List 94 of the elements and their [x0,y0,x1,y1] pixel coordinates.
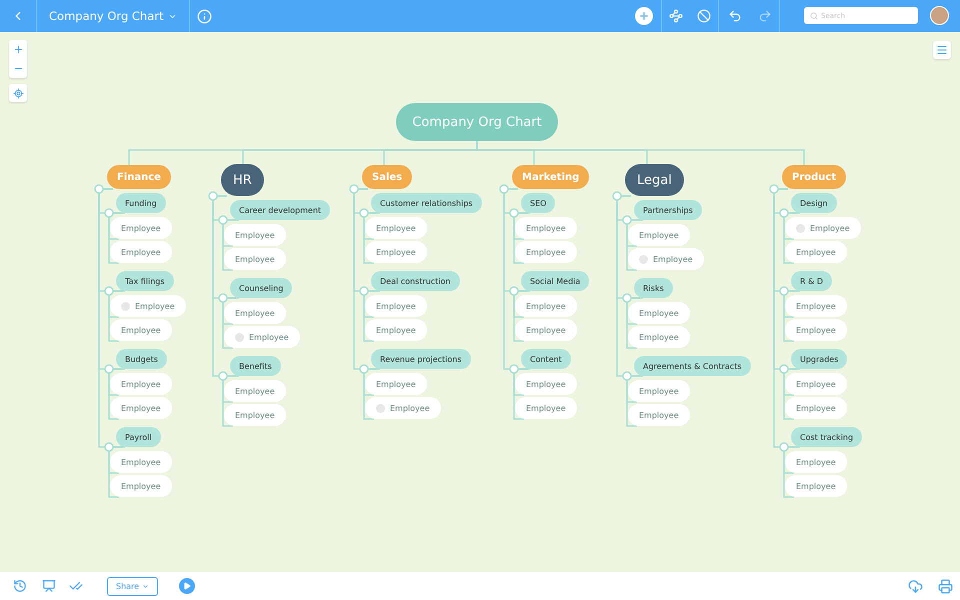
employee-topic: Employee [785,295,847,317]
employee-topic: Employee [110,241,172,263]
connector-line [108,290,122,342]
department-topic: HR [221,164,264,196]
employee-topic: Employee [628,302,690,324]
connector-line [222,219,236,271]
employee-topic: Employee [785,397,847,419]
employee-topic: Employee [224,224,286,246]
subtopic: Revenue projections [371,349,471,369]
employee-topic: Employee [110,475,172,497]
employee-topic: Employee [785,241,847,263]
employee-topic: Employee [628,224,690,246]
subtopic: Risks [634,278,673,298]
connector-line [222,375,236,427]
employee-topic: Employee [110,217,172,239]
employee-topic: Employee [224,380,286,402]
employee-topic: Employee [628,326,690,348]
connector-line [353,188,380,370]
subtopic: Payroll [116,427,161,447]
department-topic: Marketing [512,165,590,189]
employee-topic: Employee [224,404,286,426]
employee-topic: Employee [785,217,861,239]
employee-topic: Employee [515,241,577,263]
employee-topic: Employee [365,373,427,395]
connector-line [513,290,527,342]
employee-topic: Employee [515,397,577,419]
department-topic: Sales [362,165,412,189]
subtopic: Budgets [116,349,167,369]
employee-topic: Employee [224,302,286,324]
subtopic: Upgrades [791,349,848,369]
subtopic: Career development [230,200,330,220]
employee-topic: Employee [628,248,704,270]
employee-topic: Employee [110,451,172,473]
root-topic: Company Org Chart [396,103,558,141]
connector-line [108,368,122,420]
department-topic: Product [782,165,846,189]
department-topic: Finance [107,165,171,189]
employee-topic: Employee [224,326,300,348]
connector-line [108,212,122,264]
subtopic: Deal construction [371,271,460,291]
connector-line [626,219,640,271]
subtopic: Design [791,193,837,213]
connector-line [476,141,805,165]
employee-topic: Employee [628,380,690,402]
employee-topic: Employee [224,248,286,270]
subtopic: Cost tracking [791,427,862,447]
connector-line [108,446,122,498]
employee-topic: Employee [365,397,441,419]
employee-topic: Employee [110,373,172,395]
connector-line [616,195,643,377]
subtopic: Tax filings [116,271,174,291]
employee-topic: Employee [110,319,172,341]
employee-topic: Employee [515,217,577,239]
subtopic: Social Media [521,271,590,291]
subtopic: R & D [791,271,832,291]
employee-topic: Employee [365,217,427,239]
connector-line [212,195,239,377]
employee-topic: Employee [785,373,847,395]
employee-topic: Employee [365,319,427,341]
connector-line [513,212,527,264]
document-title: Company Org Chart [37,9,189,23]
connector-line [363,212,377,264]
employee-topic: Employee [785,319,847,341]
employee-topic: Employee [515,373,577,395]
connector-line [503,188,530,370]
subtopic: Agreements & Contracts [634,356,751,376]
employee-topic: Employee [628,404,690,426]
subtopic: Funding [116,193,166,213]
department-topic: Legal [625,164,684,196]
connector-line [222,297,236,349]
connector-line [363,368,377,420]
connector-line [783,290,797,342]
employee-topic: Employee [515,319,577,341]
employee-topic: Employee [365,295,427,317]
connector-line [626,297,640,349]
subtopic: Partnerships [634,200,702,220]
employee-topic: Employee [110,397,172,419]
employee-topic: Employee [785,451,847,473]
employee-topic: Employee [110,295,186,317]
subtopic: Benefits [230,356,281,376]
connector-line [783,212,797,264]
employee-topic: Employee [785,475,847,497]
employee-topic: Employee [515,295,577,317]
subtopic: Customer relationships [371,193,482,213]
subtopic: Counseling [230,278,292,298]
connector-line [783,368,797,420]
connector-line [783,446,797,498]
employee-topic: Employee [365,241,427,263]
subtopic: SEO [521,193,556,213]
connector-line [626,375,640,427]
subtopic: Content [521,349,571,369]
share-button: Share [107,576,158,596]
connector-line [513,368,527,420]
connector-line [363,290,377,342]
